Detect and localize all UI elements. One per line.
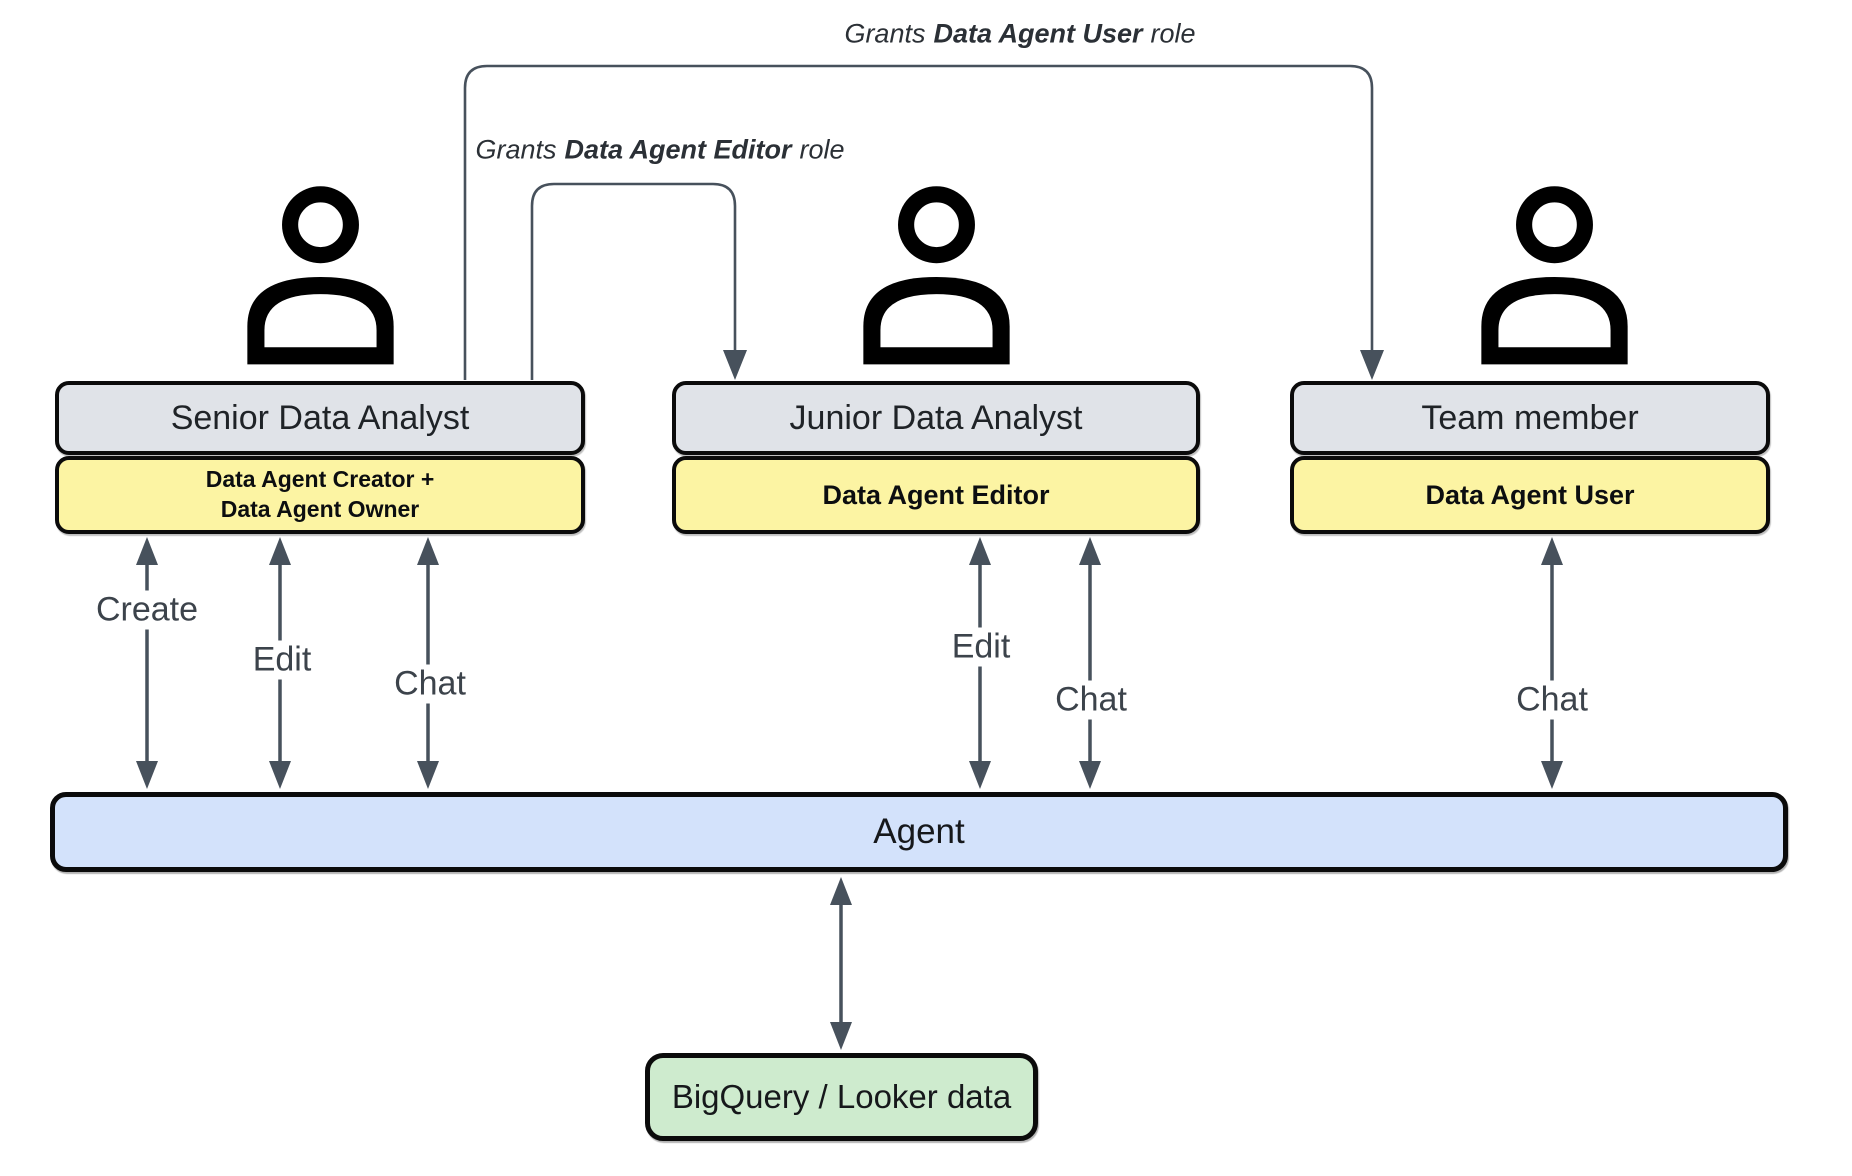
agent-box: Agent: [50, 792, 1788, 872]
person-icon: [863, 186, 1010, 365]
actor-title-senior: Senior Data Analyst: [55, 381, 585, 455]
person-icon: [247, 186, 394, 365]
actor-role-senior: Data Agent Creator + Data Agent Owner: [55, 456, 585, 534]
arrow-chat-senior: [417, 537, 439, 789]
action-label-chat-team: Chat: [1510, 680, 1594, 720]
grant-editor-suffix: role: [799, 134, 845, 165]
actor-title-junior-label: Junior Data Analyst: [789, 398, 1083, 437]
arrow-create: [136, 537, 158, 789]
role-line: Data Agent User: [1425, 479, 1635, 510]
actor-title-team: Team member: [1290, 381, 1770, 455]
role-line: Data Agent Creator +: [205, 466, 435, 493]
actor-role-junior: Data Agent Editor: [672, 456, 1200, 534]
actor-role-team: Data Agent User: [1290, 456, 1770, 534]
person-icon: [1481, 186, 1628, 365]
arrow-agent-datasource: [830, 877, 852, 1050]
action-label-chat-junior: Chat: [1049, 680, 1133, 720]
agent-label: Agent: [873, 812, 965, 851]
action-label-chat-senior: Chat: [388, 664, 472, 704]
grant-editor-prefix: Grants: [475, 134, 557, 165]
arrow-chat-team: [1541, 537, 1563, 789]
grant-user-suffix: role: [1150, 18, 1196, 49]
grant-user-prefix: Grants: [844, 18, 926, 49]
role-line: Data Agent Editor: [822, 479, 1050, 510]
actor-title-team-label: Team member: [1421, 398, 1639, 437]
datasource-label: BigQuery / Looker data: [671, 1078, 1012, 1115]
action-label-edit-junior: Edit: [945, 627, 1017, 667]
action-label-edit-senior: Edit: [246, 640, 318, 680]
arrow-chat-junior: [1079, 537, 1101, 789]
grant-user-role: Data Agent User: [933, 18, 1143, 49]
grant-editor-connector: [530, 182, 747, 380]
datasource-box: BigQuery / Looker data: [645, 1053, 1038, 1141]
role-line: Data Agent Owner: [220, 496, 420, 522]
action-label-create: Create: [89, 590, 205, 630]
actor-title-junior: Junior Data Analyst: [672, 381, 1200, 455]
actor-title-senior-label: Senior Data Analyst: [170, 398, 470, 437]
grant-editor-role: Data Agent Editor: [564, 134, 792, 165]
